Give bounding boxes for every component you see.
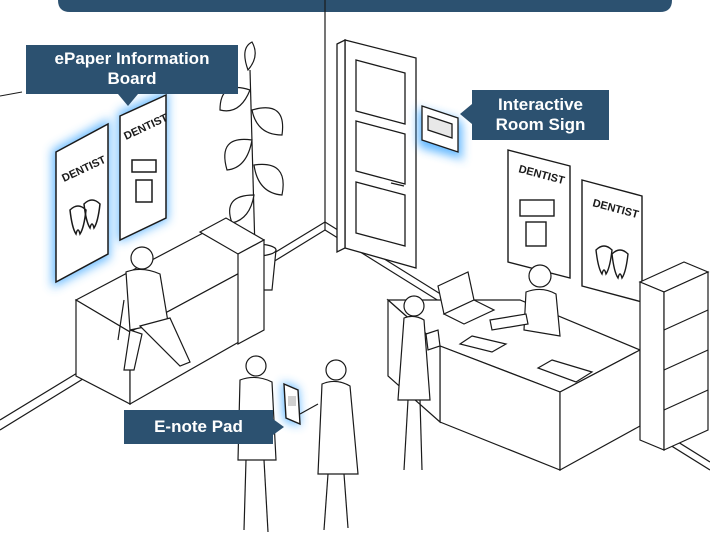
enote-pad-label: E-note Pad <box>124 410 273 444</box>
enote-pad <box>283 382 301 426</box>
epaper-board-label-line2: Board <box>107 69 157 88</box>
enote-pad-label-text: E-note Pad <box>154 417 243 436</box>
top-banner <box>58 0 672 12</box>
epaper-boards: DENTIST DENTIST <box>55 93 170 284</box>
glass-cabinet <box>638 261 710 451</box>
woman-at-desk <box>397 295 441 471</box>
callout-pointers <box>118 94 472 435</box>
room-sign-label-line2: Room Sign <box>495 115 586 134</box>
dentist-woman <box>299 359 359 531</box>
wall-posters-right: DENTIST DENTIST <box>507 149 643 303</box>
door <box>336 38 417 269</box>
seated-patient <box>117 246 191 371</box>
man-with-tablet <box>237 355 277 533</box>
interactive-room-sign <box>421 105 459 153</box>
waiting-sofa <box>74 217 266 406</box>
laptop <box>437 271 496 325</box>
receptionist <box>489 264 561 337</box>
left-wall-lines <box>0 91 23 97</box>
room-sign-label: Interactive Room Sign <box>472 90 609 140</box>
epaper-board-label-line1: ePaper Information <box>54 49 210 68</box>
reception-desk <box>386 298 642 472</box>
epaper-board-label: ePaper Information Board <box>26 45 238 94</box>
room-sign-label-line1: Interactive <box>497 95 584 114</box>
